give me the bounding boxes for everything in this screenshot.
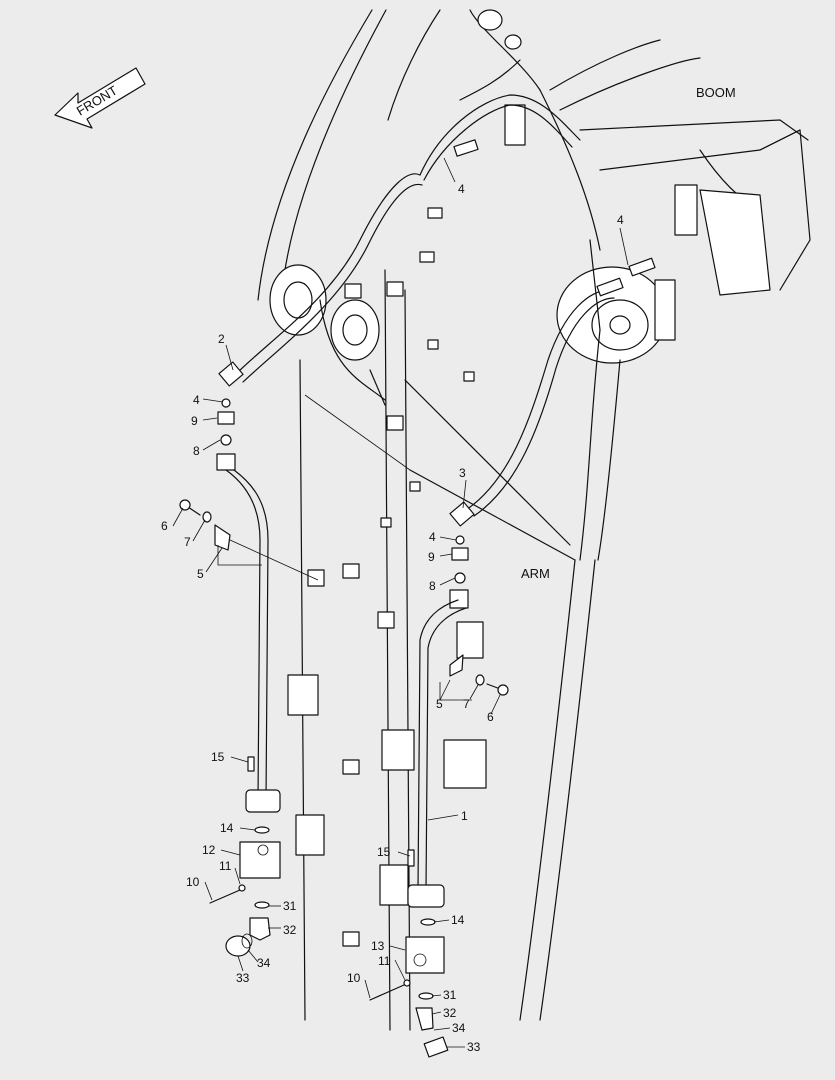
callout-31: 31 xyxy=(443,988,457,1002)
callout-33: 33 xyxy=(467,1040,481,1054)
callout-7: 7 xyxy=(463,697,470,711)
callout-5: 5 xyxy=(197,567,204,581)
callout-33: 33 xyxy=(236,971,250,985)
arm-bosses xyxy=(287,207,487,947)
boom-label: BOOM xyxy=(696,85,736,100)
callout-5: 5 xyxy=(436,697,443,711)
leader-lines xyxy=(172,157,629,1048)
callout-8: 8 xyxy=(193,444,200,458)
callout-10: 10 xyxy=(186,875,200,889)
callout-9: 9 xyxy=(191,414,198,428)
arm-label: ARM xyxy=(521,566,550,581)
callout-10: 10 xyxy=(347,971,361,985)
left-pipe-assembly xyxy=(179,361,319,957)
callout-8: 8 xyxy=(429,579,436,593)
callout-4: 4 xyxy=(458,182,465,196)
callout-15: 15 xyxy=(211,750,225,764)
front-arrow: FRONT xyxy=(54,67,146,129)
callout-3: 3 xyxy=(459,466,466,480)
callout-31: 31 xyxy=(283,899,297,913)
callout-14: 14 xyxy=(220,821,234,835)
callout-4: 4 xyxy=(617,213,624,227)
callout-14: 14 xyxy=(451,913,465,927)
right-pipe-assembly xyxy=(369,501,509,1058)
callout-2: 2 xyxy=(218,332,225,346)
callout-4: 4 xyxy=(429,530,436,544)
callout-6: 6 xyxy=(487,710,494,724)
arm-structure xyxy=(299,239,621,1031)
callout-34: 34 xyxy=(257,956,271,970)
callout-34: 34 xyxy=(452,1021,466,1035)
callout-12: 12 xyxy=(202,843,216,857)
callout-13: 13 xyxy=(371,939,385,953)
callout-11: 11 xyxy=(378,954,391,968)
callout-1: 1 xyxy=(461,809,468,823)
callout-6: 6 xyxy=(161,519,168,533)
callout-15: 15 xyxy=(377,845,391,859)
callout-numbers: 4 4 2 4 9 8 6 7 5 3 4 9 8 5 7 6 15 1 14 … xyxy=(161,182,624,1054)
hoses xyxy=(234,94,656,517)
boom-structure xyxy=(257,9,811,406)
callout-32: 32 xyxy=(443,1006,457,1020)
callout-9: 9 xyxy=(428,550,435,564)
callout-11: 11 xyxy=(219,859,232,873)
callout-7: 7 xyxy=(184,535,191,549)
callout-4: 4 xyxy=(193,393,200,407)
callout-32: 32 xyxy=(283,923,297,937)
